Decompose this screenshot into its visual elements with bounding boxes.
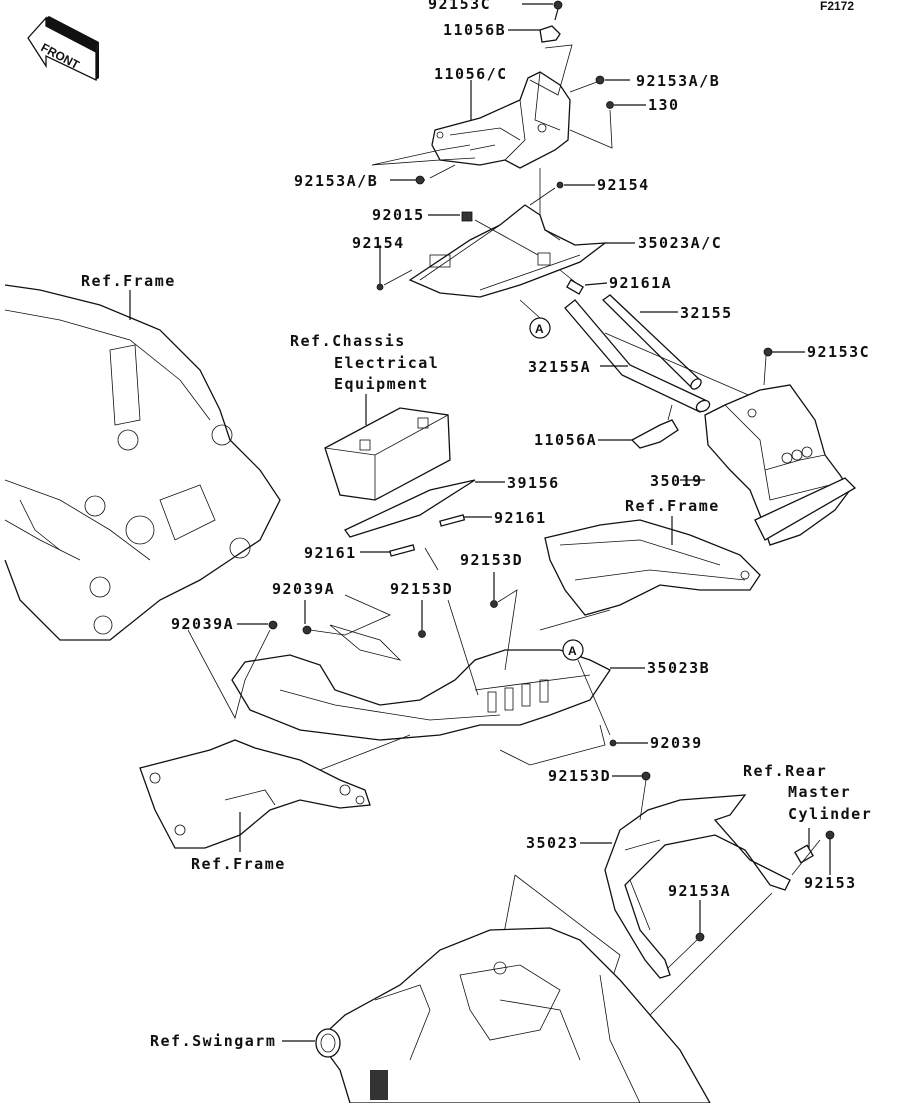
bolt-92153D-a	[418, 630, 426, 638]
figure-id: F2172	[820, 0, 854, 13]
front-arrow-icon: FRONT	[27, 16, 99, 82]
sheet-39156	[344, 479, 476, 538]
label-92161A: 92161A	[609, 274, 672, 292]
bolt-92153AB-right	[595, 75, 605, 85]
label-11056A: 11056A	[534, 431, 597, 449]
swingarm	[315, 927, 711, 1103]
ref-chassis-2: Electrical	[334, 354, 439, 372]
bolt-92153AB-left	[415, 175, 425, 185]
nut-130	[606, 101, 614, 109]
bracket-11056C	[431, 71, 571, 169]
label-92154-right: 92154	[597, 176, 650, 194]
svg-text:A: A	[535, 322, 544, 336]
bolt-92153D-b	[490, 600, 498, 608]
hose-32155A	[564, 299, 711, 413]
hose-32155	[601, 294, 702, 390]
bolt-92153D-c	[641, 771, 651, 781]
label-92154-left: 92154	[352, 234, 405, 252]
label-35019: 35019	[650, 472, 703, 490]
label-92153D-a: 92153D	[460, 551, 523, 569]
screw-92039	[609, 739, 617, 747]
ref-frame-right: Ref.Frame	[625, 497, 720, 515]
label-92015: 92015	[372, 206, 425, 224]
rubber-92161A	[566, 279, 584, 295]
bolt-92153A	[695, 932, 705, 942]
ref-swingarm: Ref.Swingarm	[150, 1032, 276, 1050]
label-35023B: 35023B	[647, 659, 710, 677]
label-92153A: 92153A	[668, 882, 731, 900]
rubber-92161-right	[439, 514, 466, 527]
frame-right	[544, 519, 761, 616]
label-92039A-b: 92039A	[171, 615, 234, 633]
screw-92154-right	[556, 181, 564, 189]
callout-a-lower: A	[562, 639, 584, 661]
nut-92153	[825, 830, 835, 840]
label-92153D-c: 92153D	[548, 767, 611, 785]
cover-35023	[604, 794, 791, 979]
label-92153D-b: 92153D	[390, 580, 453, 598]
label-35023: 35023	[526, 834, 579, 852]
cowl-35023B	[231, 624, 611, 741]
label-92039: 92039	[650, 734, 703, 752]
label-35023AC: 35023A/C	[638, 234, 722, 252]
clip-11056B	[539, 25, 561, 43]
frame-main	[4, 284, 281, 641]
clip-11056A	[630, 419, 679, 449]
label-92161-right: 92161	[494, 509, 547, 527]
frame-lower-bracket	[139, 739, 371, 849]
label-32155A: 32155A	[528, 358, 591, 376]
label-92153C-top: 92153C	[428, 0, 491, 13]
ref-rear-2: Master	[788, 783, 851, 801]
label-92153AB-right: 92153A/B	[636, 72, 720, 90]
label-130: 130	[648, 96, 680, 114]
ref-chassis-3: Equipment	[334, 375, 429, 393]
bolt-92039A-right	[268, 620, 278, 630]
part-labels: 92153C 11056B 11056/C 92153A/B 130 92153…	[81, 0, 872, 1050]
ref-frame-bottom: Ref.Frame	[191, 855, 286, 873]
label-92153: 92153	[804, 874, 857, 892]
label-92161-left: 92161	[304, 544, 357, 562]
label-39156: 39156	[507, 474, 560, 492]
ref-frame-top: Ref.Frame	[81, 272, 176, 290]
bolt-92039A-left	[302, 625, 312, 635]
ref-chassis-1: Ref.Chassis	[290, 332, 406, 350]
label-11056B: 11056B	[443, 21, 506, 39]
ref-rear-3: Cylinder	[788, 805, 872, 823]
callout-a-upper: A	[529, 317, 551, 339]
screw-92154-left	[376, 283, 384, 291]
label-11056C: 11056/C	[434, 65, 508, 83]
label-32155: 32155	[680, 304, 733, 322]
battery	[324, 407, 451, 501]
collar-rear-master	[794, 844, 814, 864]
label-92153AB-left: 92153A/B	[294, 172, 378, 190]
svg-text:A: A	[568, 644, 577, 658]
label-92153C-right: 92153C	[807, 343, 870, 361]
rubber-92161-left	[389, 544, 416, 557]
flap-35019	[704, 384, 857, 546]
ref-rear-1: Ref.Rear	[743, 762, 827, 780]
nut-92015	[461, 211, 473, 222]
bolt-92153C-right	[763, 347, 773, 357]
tray-35023AC	[408, 204, 608, 298]
label-92039A-a: 92039A	[272, 580, 335, 598]
bolt-92153C-top	[553, 0, 563, 21]
